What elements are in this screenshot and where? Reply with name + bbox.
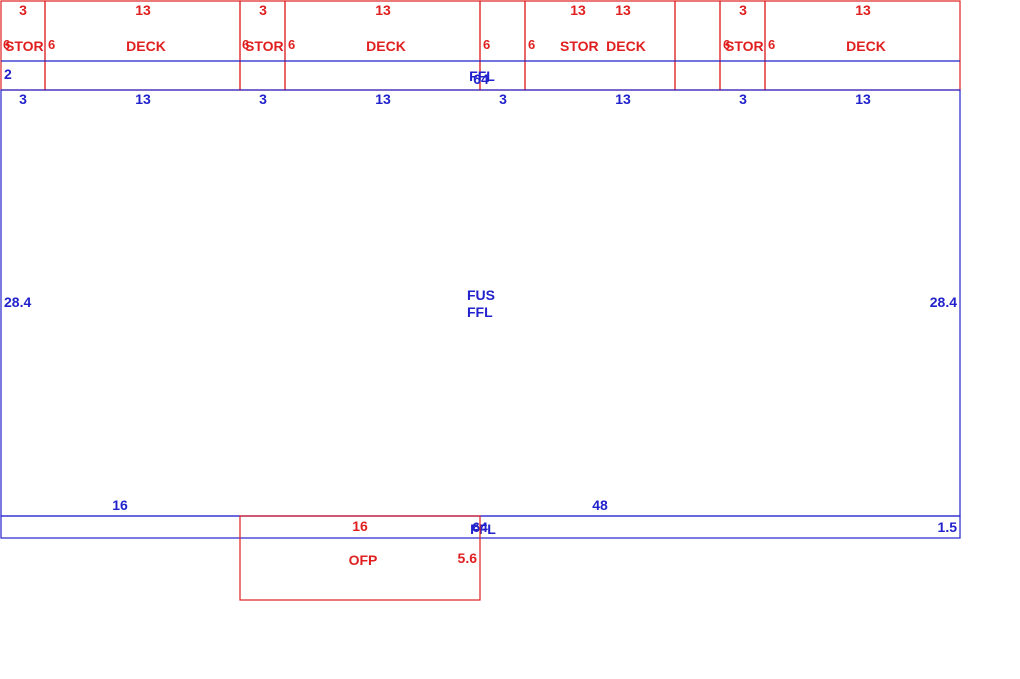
main-top-width-6: 13 bbox=[615, 91, 631, 107]
top-module-1: 3 13 6 STOR 6 DECK bbox=[0, 0, 241, 91]
stor-depth-label: 6 bbox=[3, 37, 10, 52]
stor-depth-label: 6 bbox=[242, 37, 249, 52]
deck-label: DECK bbox=[366, 38, 406, 54]
top-module-4: 3 13 6 STOR 6 DECK bbox=[719, 0, 961, 91]
main-top-width-3: 3 bbox=[259, 91, 267, 107]
main-fus-block: 3 13 3 13 3 13 3 13 28.4 28.4 FUS FFL 16… bbox=[0, 89, 961, 517]
stor-label: STOR bbox=[5, 38, 44, 54]
main-block-outline bbox=[0, 89, 961, 517]
deck-width-label: 13 bbox=[135, 2, 151, 18]
ofp-box bbox=[239, 515, 481, 601]
top-strip-depth-label: 2 bbox=[4, 66, 12, 82]
stor-depth-label: 6 bbox=[723, 37, 730, 52]
top-ffl-strip: 2 FFL 64 bbox=[1, 60, 960, 87]
top-strip-width-label: 64 bbox=[473, 71, 489, 87]
stor-width-label: 3 bbox=[739, 2, 747, 18]
deck-label: DECK bbox=[126, 38, 166, 54]
deck-width-label: 13 bbox=[615, 2, 631, 18]
stor-label: STOR bbox=[245, 38, 284, 54]
stor-width-label: 13 bbox=[570, 2, 586, 18]
deck-label: DECK bbox=[606, 38, 646, 54]
deck-depth-label: 6 bbox=[48, 37, 55, 52]
main-fus-label: FUS bbox=[467, 287, 495, 303]
deck-box bbox=[524, 0, 676, 91]
main-ffl-label: FFL bbox=[467, 304, 493, 320]
ofp-module: 16 OFP 5.6 bbox=[239, 515, 481, 601]
deck-depth-label: 6 bbox=[528, 37, 535, 52]
top-module-3: 13 13 6 STOR 6 DECK bbox=[479, 0, 721, 91]
bottom-strip-ffl-label: FFL bbox=[470, 521, 496, 537]
main-top-width-4: 13 bbox=[375, 91, 391, 107]
gap-box bbox=[674, 0, 721, 91]
main-top-width-1: 3 bbox=[19, 91, 27, 107]
main-top-width-8: 13 bbox=[855, 91, 871, 107]
ofp-width-label: 16 bbox=[352, 518, 368, 534]
deck-label: DECK bbox=[846, 38, 886, 54]
ofp-depth-label: 5.6 bbox=[458, 550, 478, 566]
bottom-strip-depth-label: 1.5 bbox=[938, 519, 958, 535]
stor-depth-label: 6 bbox=[483, 37, 490, 52]
deck-width-label: 13 bbox=[375, 2, 391, 18]
main-left-depth-label: 28.4 bbox=[4, 294, 31, 310]
main-right-depth-label: 28.4 bbox=[930, 294, 957, 310]
stor-width-label: 3 bbox=[259, 2, 267, 18]
main-top-width-7: 3 bbox=[739, 91, 747, 107]
main-top-width-5: 3 bbox=[499, 91, 507, 107]
deck-depth-label: 6 bbox=[768, 37, 775, 52]
stor-label: STOR bbox=[560, 38, 599, 54]
top-module-2: 3 13 6 STOR 6 DECK bbox=[239, 0, 481, 91]
stor-label: STOR bbox=[725, 38, 764, 54]
deck-width-label: 13 bbox=[855, 2, 871, 18]
ofp-label: OFP bbox=[349, 552, 378, 568]
main-bottom-left-width: 16 bbox=[112, 497, 128, 513]
main-bottom-right-width: 48 bbox=[592, 497, 608, 513]
top-strip-ffl-label: FFL bbox=[469, 68, 495, 84]
deck-depth-label: 6 bbox=[288, 37, 295, 52]
stor-width-label: 3 bbox=[19, 2, 27, 18]
main-top-width-2: 13 bbox=[135, 91, 151, 107]
